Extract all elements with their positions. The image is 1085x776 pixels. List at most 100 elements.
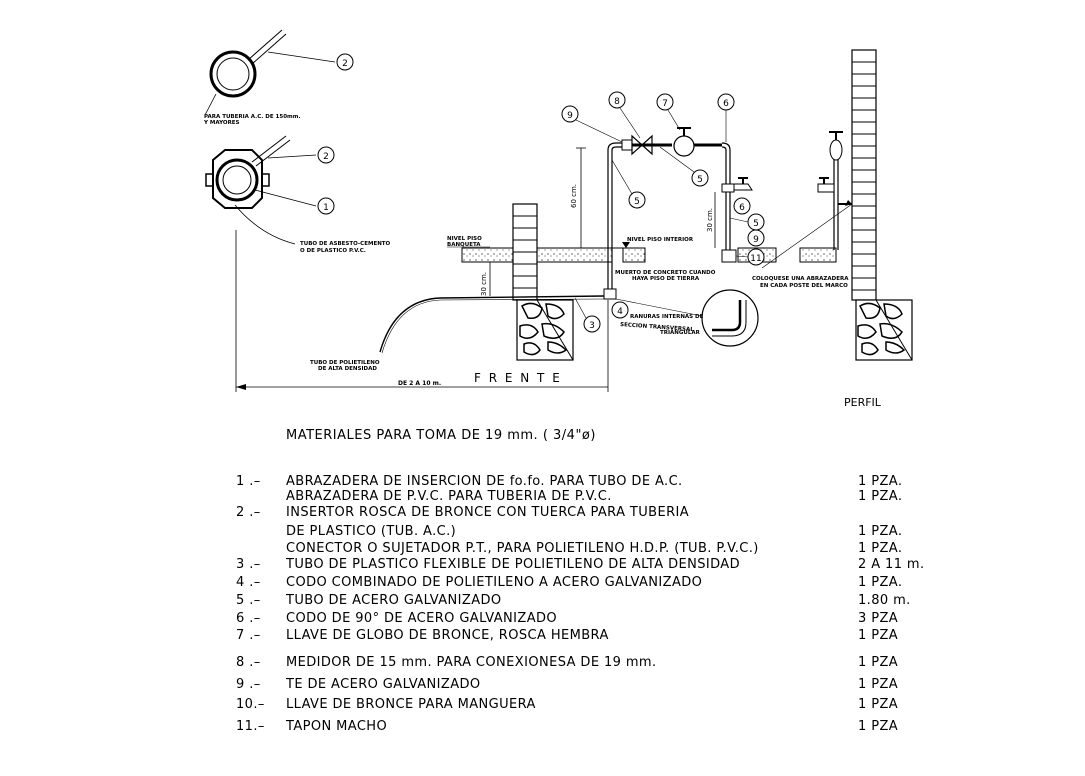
material-qty: 1 PZA. bbox=[858, 541, 903, 556]
detail-ranuras: RANURAS INTERNAS DE SECCION TRANSVERSAL … bbox=[615, 289, 759, 347]
note-asbestos-2: O DE PLASTICO P.V.C. bbox=[300, 248, 366, 254]
material-num: 6 .– bbox=[236, 611, 261, 626]
material-num: 7 .– bbox=[236, 628, 261, 643]
material-qty: 1 PZA. bbox=[858, 474, 903, 489]
material-qty: 1 PZA. bbox=[858, 489, 903, 504]
callout-2b: 2 bbox=[323, 152, 329, 162]
brick-post-profile bbox=[761, 49, 913, 361]
material-desc: LLAVE DE BRONCE PARA MANGUERA bbox=[286, 697, 536, 712]
material-row: 11.– TAPON MACHO 1 PZA bbox=[0, 719, 1085, 737]
callout-6a: 9 bbox=[567, 111, 573, 121]
material-row: 1 .– ABRAZADERA DE INSERCION DE fo.fo. P… bbox=[0, 474, 1085, 492]
callout-6b: 6 bbox=[723, 99, 729, 109]
dimension-60: 60 cm. bbox=[570, 147, 586, 248]
label-muerto: MUERTO DE CONCRETO CUANDO bbox=[615, 270, 716, 276]
material-row: ABRAZADERA DE P.V.C. PARA TUBERIA DE P.V… bbox=[0, 489, 1085, 507]
callout-1: 1 bbox=[323, 203, 329, 213]
materials-title: MATERIALES PARA TOMA DE 19 mm. ( 3/4"ø) bbox=[286, 428, 596, 443]
callouts: 2 2 1 9 8 7 6 5 5 6 5 9 11 4 3 bbox=[317, 53, 765, 333]
material-desc: ABRAZADERA DE INSERCION DE fo.fo. PARA T… bbox=[286, 474, 683, 489]
dim-60-text: 60 cm. bbox=[570, 184, 578, 208]
note-pipe-ac: PARA TUBERIA A.C. DE 150mm. bbox=[204, 114, 301, 120]
material-qty: 1 PZA. bbox=[858, 575, 903, 590]
material-row: DE PLASTICO (TUB. A.C.) 1 PZA. bbox=[0, 524, 1085, 542]
pipe-run bbox=[379, 127, 753, 354]
label-perfil: PERFIL bbox=[844, 396, 882, 409]
material-row: 2 .– INSERTOR ROSCA DE BRONCE CON TUERCA… bbox=[0, 505, 1085, 523]
material-desc: TUBO DE PLASTICO FLEXIBLE DE POLIETILENO… bbox=[286, 557, 741, 572]
material-num: 3 .– bbox=[236, 557, 261, 572]
material-qty: 1 PZA bbox=[858, 628, 899, 643]
material-num: 2 .– bbox=[236, 505, 261, 520]
material-row: 5 .– TUBO DE ACERO GALVANIZADO 1.80 m. bbox=[0, 593, 1085, 611]
label-tubo-poli-2: DE ALTA DENSIDAD bbox=[318, 366, 377, 372]
material-num: 4 .– bbox=[236, 575, 261, 590]
material-row: 4 .– CODO COMBINADO DE POLIETILENO A ACE… bbox=[0, 575, 1085, 593]
brick-post-front bbox=[512, 203, 574, 361]
material-desc: MEDIDOR DE 15 mm. PARA CONEXIONESA DE 19… bbox=[286, 655, 657, 670]
label-de-2-a-10: DE 2 A 10 m. bbox=[398, 380, 441, 387]
note-pipe-ac-2: Y MAYORES bbox=[203, 120, 240, 126]
callout-6c: 9 bbox=[753, 235, 759, 245]
material-desc: LLAVE DE GLOBO DE BRONCE, ROSCA HEMBRA bbox=[286, 628, 609, 643]
callout-5c: 5 bbox=[753, 219, 759, 229]
note-asbestos: TUBO DE ASBESTO-CEMENTO bbox=[300, 241, 391, 247]
material-desc: CODO DE 90° DE ACERO GALVANIZADO bbox=[286, 611, 558, 626]
callout-5a: 5 bbox=[697, 175, 703, 185]
material-row: 10.– LLAVE DE BRONCE PARA MANGUERA 1 PZA bbox=[0, 697, 1085, 715]
label-ranuras-2: SECCION TRANSVERSAL bbox=[620, 322, 695, 333]
material-num: 1 .– bbox=[236, 474, 261, 489]
callout-3: 3 bbox=[589, 321, 595, 331]
material-desc: DE PLASTICO (TUB. A.C.) bbox=[286, 524, 457, 539]
label-ranuras-3: TRIANGULAR bbox=[660, 330, 701, 336]
material-qty: 1 PZA bbox=[858, 719, 899, 734]
detail-clamp-top: PARA TUBERIA A.C. DE 150mm. Y MAYORES bbox=[203, 29, 336, 126]
dimension-30-right: 30 cm. bbox=[706, 192, 716, 248]
material-desc: INSERTOR ROSCA DE BRONCE CON TUERCA PARA… bbox=[286, 505, 690, 520]
material-qty: 2 A 11 m. bbox=[858, 557, 925, 572]
material-qty: 3 PZA bbox=[858, 611, 899, 626]
material-desc: CODO COMBINADO DE POLIETILENO A ACERO GA… bbox=[286, 575, 703, 590]
installation-drawing: PARA TUBERIA A.C. DE 150mm. Y MAYORES TU… bbox=[203, 29, 913, 409]
material-qty: 1.80 m. bbox=[858, 593, 911, 608]
dim-30-right-text: 30 cm. bbox=[706, 208, 714, 232]
material-desc: ABRAZADERA DE P.V.C. PARA TUBERIA DE P.V… bbox=[286, 489, 612, 504]
material-qty: 1 PZA bbox=[858, 697, 899, 712]
dim-30-left-text: 30 cm. bbox=[480, 272, 488, 296]
dimension-30-left: 30 cm. bbox=[480, 262, 491, 296]
label-nivel-interior: NIVEL PISO INTERIOR bbox=[627, 237, 694, 243]
label-abrazadera-2: EN CADA POSTE DEL MARCO bbox=[760, 283, 848, 289]
label-banqueta: BANQUETA bbox=[447, 242, 481, 248]
material-row: 6 .– CODO DE 90° DE ACERO GALVANIZADO 3 … bbox=[0, 611, 1085, 629]
material-desc: TE DE ACERO GALVANIZADO bbox=[286, 677, 481, 692]
material-num: 5 .– bbox=[236, 593, 261, 608]
material-num: 10.– bbox=[236, 697, 265, 712]
material-num: 8 .– bbox=[236, 655, 261, 670]
callout-9: 6 bbox=[739, 203, 745, 213]
material-row: 8 .– MEDIDOR DE 15 mm. PARA CONEXIONESA … bbox=[0, 655, 1085, 673]
callout-11: 11 bbox=[750, 254, 761, 264]
detail-clamp-saddle: TUBO DE ASBESTO-CEMENTO O DE PLASTICO P.… bbox=[205, 135, 391, 254]
material-qty: 1 PZA. bbox=[858, 524, 903, 539]
material-num: 9 .– bbox=[236, 677, 261, 692]
label-nivel-piso: NIVEL PISO bbox=[447, 236, 482, 242]
callout-5b: 5 bbox=[634, 197, 640, 207]
material-qty: 1 PZA bbox=[858, 677, 899, 692]
callout-4: 4 bbox=[617, 307, 623, 317]
material-row: CONECTOR O SUJETADOR P.T., PARA POLIETIL… bbox=[0, 541, 1085, 559]
label-muerto-2: HAYA PISO DE TIERRA bbox=[632, 276, 700, 282]
dimension-frente: DE 2 A 10 m. F R E N T E bbox=[235, 230, 609, 392]
material-desc: TAPON MACHO bbox=[286, 719, 388, 734]
label-tubo-poli: TUBO DE POLIETILENO bbox=[310, 360, 380, 366]
label-frente: F R E N T E bbox=[474, 371, 562, 385]
material-desc: CONECTOR O SUJETADOR P.T., PARA POLIETIL… bbox=[286, 541, 759, 556]
material-row: 9 .– TE DE ACERO GALVANIZADO 1 PZA bbox=[0, 677, 1085, 695]
material-desc: TUBO DE ACERO GALVANIZADO bbox=[286, 593, 502, 608]
callout-8: 8 bbox=[614, 97, 620, 107]
material-row: 7 .– LLAVE DE GLOBO DE BRONCE, ROSCA HEM… bbox=[0, 628, 1085, 646]
label-ranuras: RANURAS INTERNAS DE bbox=[630, 314, 704, 320]
material-qty: 1 PZA bbox=[858, 655, 899, 670]
material-row: 3 .– TUBO DE PLASTICO FLEXIBLE DE POLIET… bbox=[0, 557, 1085, 575]
material-num: 11.– bbox=[236, 719, 265, 734]
label-abrazadera: COLOQUESE UNA ABRAZADERA bbox=[752, 276, 849, 282]
